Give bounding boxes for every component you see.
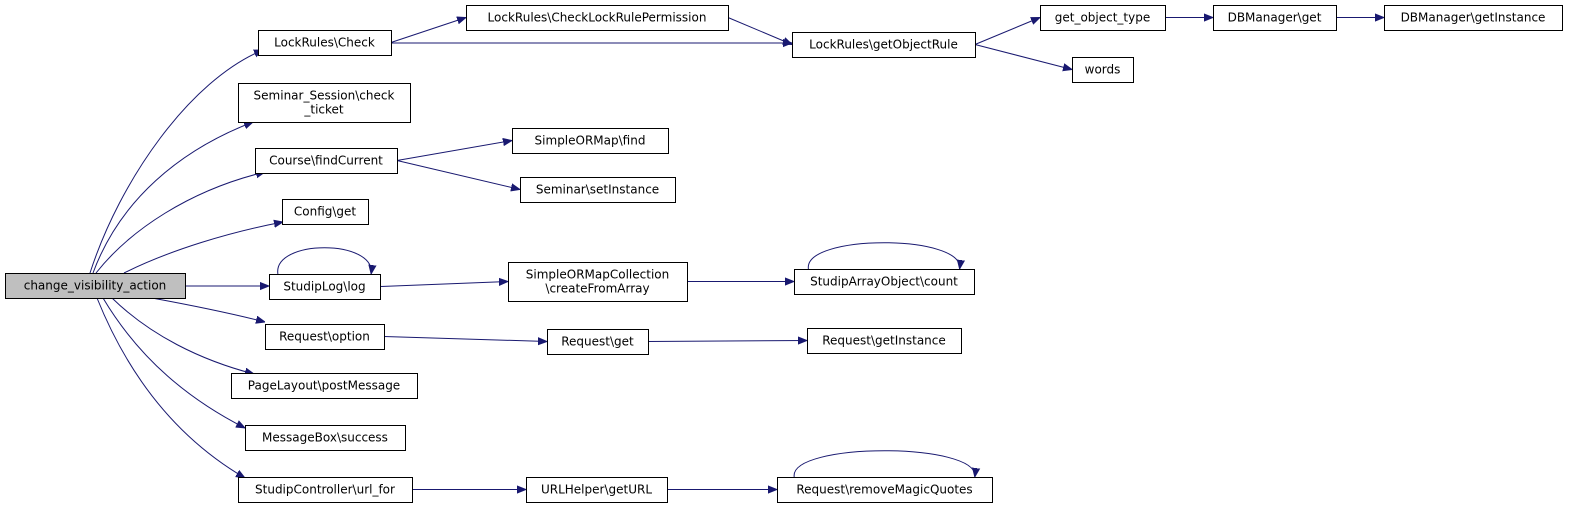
edge-request_get-to-request_getinstance xyxy=(647,341,807,342)
node-box xyxy=(777,477,993,503)
edge-root-to-messagebox_success xyxy=(102,297,245,428)
node-box xyxy=(508,262,688,302)
node-label: SimpleORMap\find xyxy=(535,134,646,148)
edge-lr_getobjrule-to-words xyxy=(974,44,1072,70)
node-request_option[interactable]: Request\option xyxy=(265,324,385,350)
edge-lr_getobjrule-to-get_object_type xyxy=(974,18,1040,45)
node-label: Config\get xyxy=(294,205,357,219)
node-lr_getobjrule[interactable]: LockRules\getObjectRule xyxy=(792,32,976,58)
node-pagelayout_postmessage[interactable]: PageLayout\postMessage xyxy=(231,373,418,399)
node-lr_check[interactable]: LockRules\Check xyxy=(258,30,392,56)
edge-request_option-to-request_get xyxy=(383,336,547,342)
node-studiplog_log[interactable]: StudipLog\log xyxy=(269,274,381,300)
node-box xyxy=(238,477,413,503)
edge-course_findcurrent-to-seminar_setinstance xyxy=(396,160,520,190)
node-box xyxy=(1072,57,1134,83)
node-dbm_get[interactable]: DBManager\get xyxy=(1213,5,1337,31)
node-box xyxy=(520,177,676,203)
node-urlhelper_geturl[interactable]: URLHelper\getURL xyxy=(526,477,668,503)
edge-root-to-config_get xyxy=(123,222,283,274)
node-label: LockRules\getObjectRule xyxy=(809,38,958,52)
node-seminar_session_check[interactable]: Seminar_Session\check_ticket xyxy=(238,83,411,123)
node-seminar_setinstance[interactable]: Seminar\setInstance xyxy=(520,177,676,203)
node-dbm_getinstance[interactable]: DBManager\getInstance xyxy=(1384,5,1563,31)
node-root[interactable]: change_visibility_action xyxy=(5,273,186,299)
node-box xyxy=(466,5,729,31)
node-box xyxy=(238,83,411,123)
node-box xyxy=(792,32,976,58)
edge-root-to-course_findcurrent xyxy=(95,172,265,274)
node-box xyxy=(231,373,418,399)
node-get_object_type[interactable]: get_object_type xyxy=(1040,5,1166,31)
node-lr_checkperm[interactable]: LockRules\CheckLockRulePermission xyxy=(466,5,729,31)
node-label: SimpleORMapCollection xyxy=(526,268,669,282)
node-course_findcurrent[interactable]: Course\findCurrent xyxy=(255,148,398,174)
node-box xyxy=(794,269,975,295)
node-box xyxy=(547,329,649,355)
node-box xyxy=(1040,5,1166,31)
node-label: _ticket xyxy=(303,103,344,117)
node-request_get[interactable]: Request\get xyxy=(547,329,649,355)
node-studipcontroller_urlfor[interactable]: StudipController\url_for xyxy=(238,477,413,503)
node-label: words xyxy=(1085,63,1121,77)
node-words[interactable]: words xyxy=(1072,57,1134,83)
node-request_removemagicquotes[interactable]: Request\removeMagicQuotes xyxy=(777,477,993,503)
node-sorm_find[interactable]: SimpleORMap\find xyxy=(512,128,669,154)
edge-root-to-pagelayout_postmessage xyxy=(111,297,254,374)
node-messagebox_success[interactable]: MessageBox\success xyxy=(245,425,406,451)
node-box xyxy=(258,30,392,56)
node-label: get_object_type xyxy=(1055,11,1151,25)
node-label: LockRules\Check xyxy=(274,36,375,50)
node-label: DBManager\get xyxy=(1228,11,1322,25)
edge-root-to-request_option xyxy=(151,297,265,322)
node-box xyxy=(526,477,668,503)
edge-lr_check-to-lr_checkperm xyxy=(390,18,466,43)
node-box xyxy=(1213,5,1337,31)
node-label: LockRules\CheckLockRulePermission xyxy=(488,11,707,25)
edge-lr_checkperm-to-lr_getobjrule xyxy=(727,17,792,45)
node-box xyxy=(282,199,369,225)
node-label: DBManager\getInstance xyxy=(1401,11,1546,25)
node-label: StudipLog\log xyxy=(283,280,365,294)
node-box xyxy=(1384,5,1563,31)
node-studiparray_count[interactable]: StudipArrayObject\count xyxy=(794,269,975,295)
node-label: Seminar_Session\check xyxy=(254,89,395,103)
node-label: Request\getInstance xyxy=(822,334,946,348)
node-label: \createFromArray xyxy=(545,282,649,296)
node-box xyxy=(265,324,385,350)
node-box xyxy=(512,128,669,154)
edge-studiparray_count-to-studiparray_count xyxy=(807,242,959,269)
node-label: StudipArrayObject\count xyxy=(810,275,958,289)
node-box xyxy=(807,328,962,354)
node-label: Request\option xyxy=(279,330,370,344)
node-label: Seminar\setInstance xyxy=(536,183,659,197)
node-label: Request\removeMagicQuotes xyxy=(796,483,972,497)
node-label: StudipController\url_for xyxy=(255,483,395,497)
edge-root-to-seminar_session_check xyxy=(92,122,253,274)
node-box xyxy=(5,273,186,299)
node-label: MessageBox\success xyxy=(262,431,388,445)
edge-course_findcurrent-to-sorm_find xyxy=(396,141,512,161)
node-request_getinstance[interactable]: Request\getInstance xyxy=(807,328,962,354)
edges-layer xyxy=(89,17,1384,490)
edge-studiplog_log-to-sormcoll_create xyxy=(379,282,508,287)
nodes-layer: change_visibility_actionLockRules\CheckL… xyxy=(5,5,1563,503)
edge-root-to-studipcontroller_urlfor xyxy=(96,297,245,478)
edge-studiplog_log-to-studiplog_log xyxy=(277,247,372,274)
node-label: PageLayout\postMessage xyxy=(248,379,400,393)
node-config_get[interactable]: Config\get xyxy=(282,199,369,225)
node-sormcoll_create[interactable]: SimpleORMapCollection\createFromArray xyxy=(508,262,688,302)
node-label: Course\findCurrent xyxy=(269,154,383,168)
node-box xyxy=(269,274,381,300)
node-label: change_visibility_action xyxy=(24,279,167,293)
edge-request_removemagicquotes-to-request_removemagicquotes xyxy=(793,450,975,477)
node-box xyxy=(245,425,406,451)
node-label: URLHelper\getURL xyxy=(541,483,652,497)
node-label: Request\get xyxy=(561,335,634,349)
edge-root-to-lr_check xyxy=(89,49,263,274)
node-box xyxy=(255,148,398,174)
